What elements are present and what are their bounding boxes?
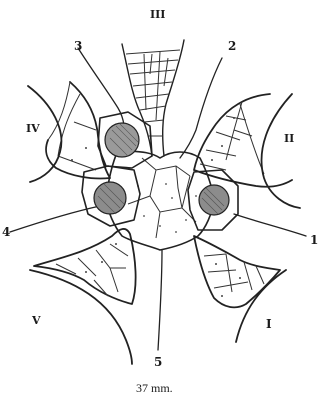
arm-1-line <box>234 214 306 236</box>
lobe-II <box>194 94 292 187</box>
arm-5-line <box>158 250 162 350</box>
label-arm-3: 3 <box>74 39 82 53</box>
label-bottom-right-roman: I <box>266 317 272 331</box>
lobe-II-outer <box>262 94 300 208</box>
outer-curves <box>28 86 300 364</box>
label-arm-5: 5 <box>154 355 162 369</box>
lobe-V <box>34 229 136 304</box>
arm-2-line <box>180 58 222 158</box>
label-left-roman: IV <box>26 122 40 135</box>
label-right-roman: II <box>284 132 294 145</box>
label-arm-1: 1 <box>310 233 318 247</box>
label-bottom-left-roman: V <box>31 314 41 327</box>
figure-caption: 37 mm. <box>136 381 173 395</box>
lobe-V-outer <box>30 270 132 364</box>
label-arm-2: 2 <box>228 39 236 53</box>
label-top-roman: III <box>150 8 165 21</box>
label-arm-4: 4 <box>2 225 10 239</box>
lobe-I <box>194 236 280 307</box>
